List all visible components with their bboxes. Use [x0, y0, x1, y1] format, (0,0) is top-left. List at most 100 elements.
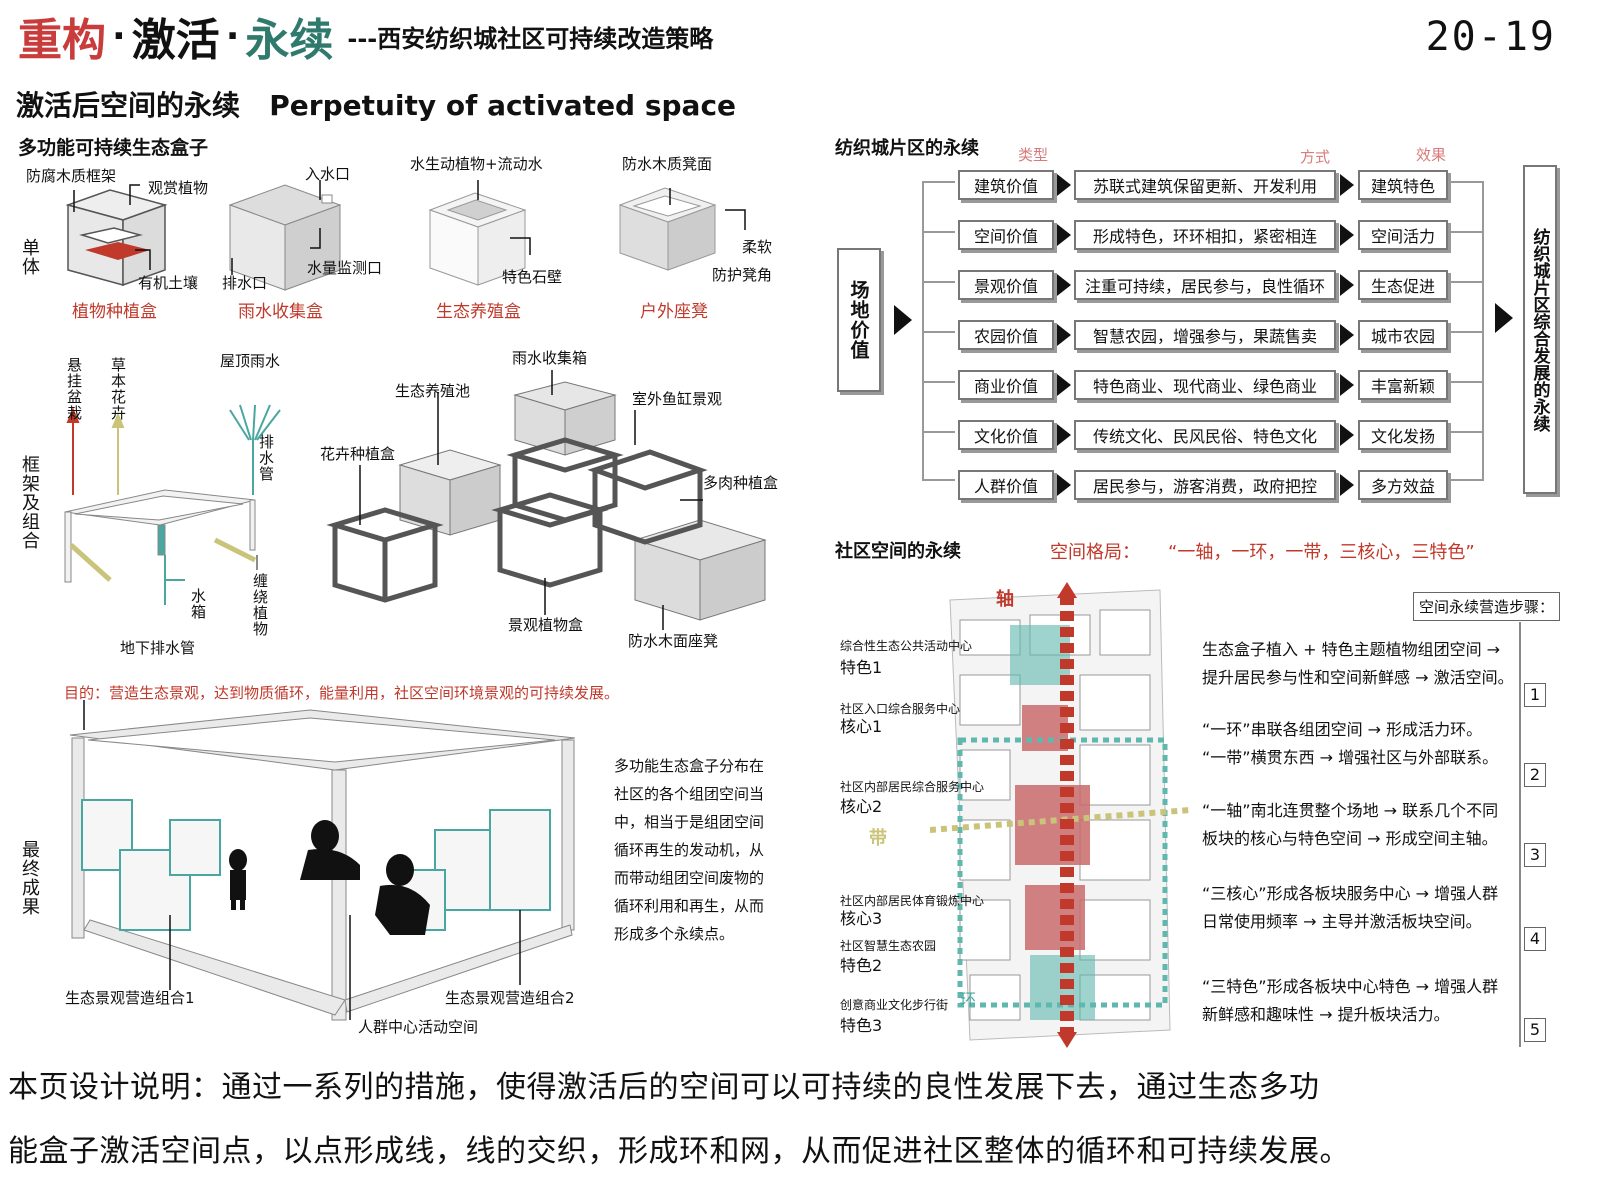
step-number: 2: [1524, 763, 1546, 787]
frame-label-underground: 地下排水管: [120, 639, 196, 657]
flow-arrow: [1057, 374, 1071, 396]
col-type: 类型: [1018, 146, 1049, 164]
axis-label: 轴: [996, 589, 1014, 610]
flow-method-box: 注重可持续，居民参与，良性循环: [1074, 270, 1336, 300]
source-label: 场地价值: [847, 280, 870, 360]
flow-arrow: [1057, 224, 1071, 246]
flow-type-box: 建筑价值: [958, 170, 1054, 200]
step-text: “三特色”形成各板块中心特色 → 增强人群新鲜感和趣味性 → 提升板块活力。: [1202, 973, 1498, 1029]
unit3-name: 生态养殖盒: [436, 302, 521, 322]
flow-arrow: [1057, 274, 1071, 296]
flow-effect-box: 建筑特色: [1358, 170, 1448, 200]
result-label-combo1: 生态景观营造组合1: [65, 989, 195, 1007]
step-line: “三特色”形成各板块中心特色 → 增强人群: [1202, 977, 1499, 996]
flow-method-box: 苏联式建筑保留更新、开发利用: [1074, 170, 1336, 200]
step-number: 1: [1524, 683, 1546, 707]
step-line: 日常使用频率 → 主导并激活板块空间。: [1202, 912, 1482, 931]
map-small-label: 社区智慧生态农园: [840, 939, 937, 953]
result-description: 多功能生态盒子分布在 社区的各个组团空间当 中，相当于是组团空间 循环再生的发动…: [614, 752, 764, 948]
frame-label-hanging: 悬挂盆栽: [65, 357, 83, 421]
step-text: “一环”串联各组团空间 → 形成活力环。 “一带”横贯东西 → 增强社区与外部联系…: [1202, 716, 1498, 772]
flow-effect-box: 丰富新颖: [1358, 370, 1448, 400]
map-small-label: 综合性生态公共活动中心: [840, 639, 973, 653]
combo-label-ecopool: 生态养殖池: [395, 382, 471, 400]
title-part2: 激活: [131, 15, 220, 66]
map-small-label: 创意商业文化步行街: [840, 998, 949, 1012]
description-line: 形成多个永续点。: [614, 925, 735, 943]
flow-type-box: 农园价值: [958, 320, 1054, 350]
target-box: 纺织城片区综合发展的永续: [1523, 165, 1557, 494]
left-heading: 多功能可持续生态盒子: [18, 137, 209, 159]
result-drawing: [69, 700, 576, 1021]
header: 重构 · 激活 · 永续 ---西安纺织城社区可持续改造策略: [18, 6, 713, 66]
description-line: 而带动组团空间废物的: [614, 869, 765, 887]
unit1-label-soil: 有机土壤: [138, 274, 199, 292]
step-number: 4: [1524, 927, 1546, 951]
seat-drawing: [618, 187, 717, 271]
flow-type-box: 人群价值: [958, 470, 1054, 500]
footer-line2: 能盒子激活空间点，以点形成线，线的交织，形成环和网，从而促进社区整体的循环和可持…: [8, 1134, 1350, 1169]
flow-method-box: 特色商业、现代商业、绿色商业: [1074, 370, 1336, 400]
unit1-label-frame: 防腐木质框架: [26, 167, 117, 185]
flow-method-box: 智慧农园，增强参与，果蔬售卖: [1074, 320, 1336, 350]
flow-effect-box: 空间活力: [1358, 220, 1448, 250]
map-small-label: 社区内部居民体育锻炼中心: [840, 894, 985, 908]
title-dot1: ·: [112, 15, 126, 57]
unit3-label-stone: 特色石壁: [502, 268, 563, 286]
unit1-label-plant: 观赏植物: [148, 179, 209, 197]
flow-method-box: 形成特色，环环相扣，紧密相连: [1074, 220, 1336, 250]
unit2-label-outlet: 排水口: [222, 274, 268, 292]
unit2-label-monitor: 水量监测口: [307, 259, 383, 277]
map-big-label: 特色3: [840, 1016, 883, 1035]
step-line: 新鲜感和趣味性 → 提升板块活力。: [1202, 1005, 1450, 1024]
target-arrow: [1495, 303, 1513, 333]
step-number: 5: [1524, 1018, 1546, 1042]
unit2-name: 雨水收集盒: [238, 302, 323, 322]
flow-effect-box: 生态促进: [1358, 270, 1448, 300]
footer-line1: 本页设计说明：通过一系列的措施，使得激活后的空间可以可持续的良性发展下去，通过生…: [8, 1070, 1320, 1105]
frame-label-herb: 草本花卉: [109, 357, 127, 421]
title-dot2: ·: [225, 15, 240, 57]
unit-drawings: [65, 180, 746, 291]
subtitle: ---西安纺织城社区可持续改造策略: [347, 24, 714, 53]
flow-effect-box: 多方效益: [1358, 470, 1448, 500]
unit2-label-inlet: 入水口: [305, 165, 351, 183]
unit1-name: 植物种植盒: [72, 302, 157, 322]
flow-type-box: 商业价值: [958, 370, 1054, 400]
map-small-label: 社区入口综合服务中心: [840, 702, 961, 716]
step-line: “三核心”形成各板块服务中心 → 增强人群: [1202, 884, 1499, 903]
flow-arrow: [1340, 374, 1354, 396]
unit4-name: 户外座凳: [640, 302, 708, 322]
combo-drawing: [326, 370, 767, 630]
source-box: 场地价值: [837, 248, 881, 392]
frame-label-vine: 缠绕植物: [251, 573, 269, 637]
flow-arrow: [1057, 174, 1071, 196]
step-line: “一环”串联各组团空间 → 形成活力环。: [1202, 720, 1483, 739]
combo-label-fish: 室外鱼缸景观: [632, 390, 723, 408]
row-label-frame: 框架及组合: [19, 455, 40, 550]
flow-arrow: [1340, 174, 1354, 196]
community-map: [930, 582, 1190, 1048]
flow-arrow: [1057, 424, 1071, 446]
unit4-label-soft: 柔软: [742, 238, 773, 256]
flow-arrow: [1340, 424, 1354, 446]
ring-label: 环: [960, 990, 977, 1009]
flow-arrow: [1057, 474, 1071, 496]
frame-label-tank: 水箱: [189, 588, 207, 620]
source-arrow: [894, 305, 912, 335]
result-label-center: 人群中心活动空间: [358, 1018, 479, 1036]
belt-label: 带: [869, 828, 887, 849]
step-line: 生态盒子植入 + 特色主题植物组团空间 →: [1202, 640, 1501, 659]
flow-brackets: [922, 181, 1484, 481]
map-big-label: 特色1: [840, 658, 883, 677]
combo-label-flower: 花卉种植盒: [320, 445, 396, 463]
row-label-result: 最终成果: [19, 840, 40, 916]
goal-text: 目的：营造生态景观，达到物质循环，能量利用，社区空间环境景观的可持续发展。: [64, 684, 620, 702]
pattern-text: “一轴，一环，一带，三核心，三特色”: [1168, 542, 1475, 563]
eco-box-drawing: [428, 192, 527, 286]
map-big-label: 核心2: [840, 797, 883, 816]
step-line: “一带”横贯东西 → 增强社区与外部联系。: [1202, 748, 1499, 767]
description-line: 中，相当于是组团空间: [614, 813, 765, 831]
flow-effect-box: 文化发扬: [1358, 420, 1448, 450]
step-line: 提升居民参与性和空间新鲜感 → 激活空间。: [1202, 668, 1514, 687]
